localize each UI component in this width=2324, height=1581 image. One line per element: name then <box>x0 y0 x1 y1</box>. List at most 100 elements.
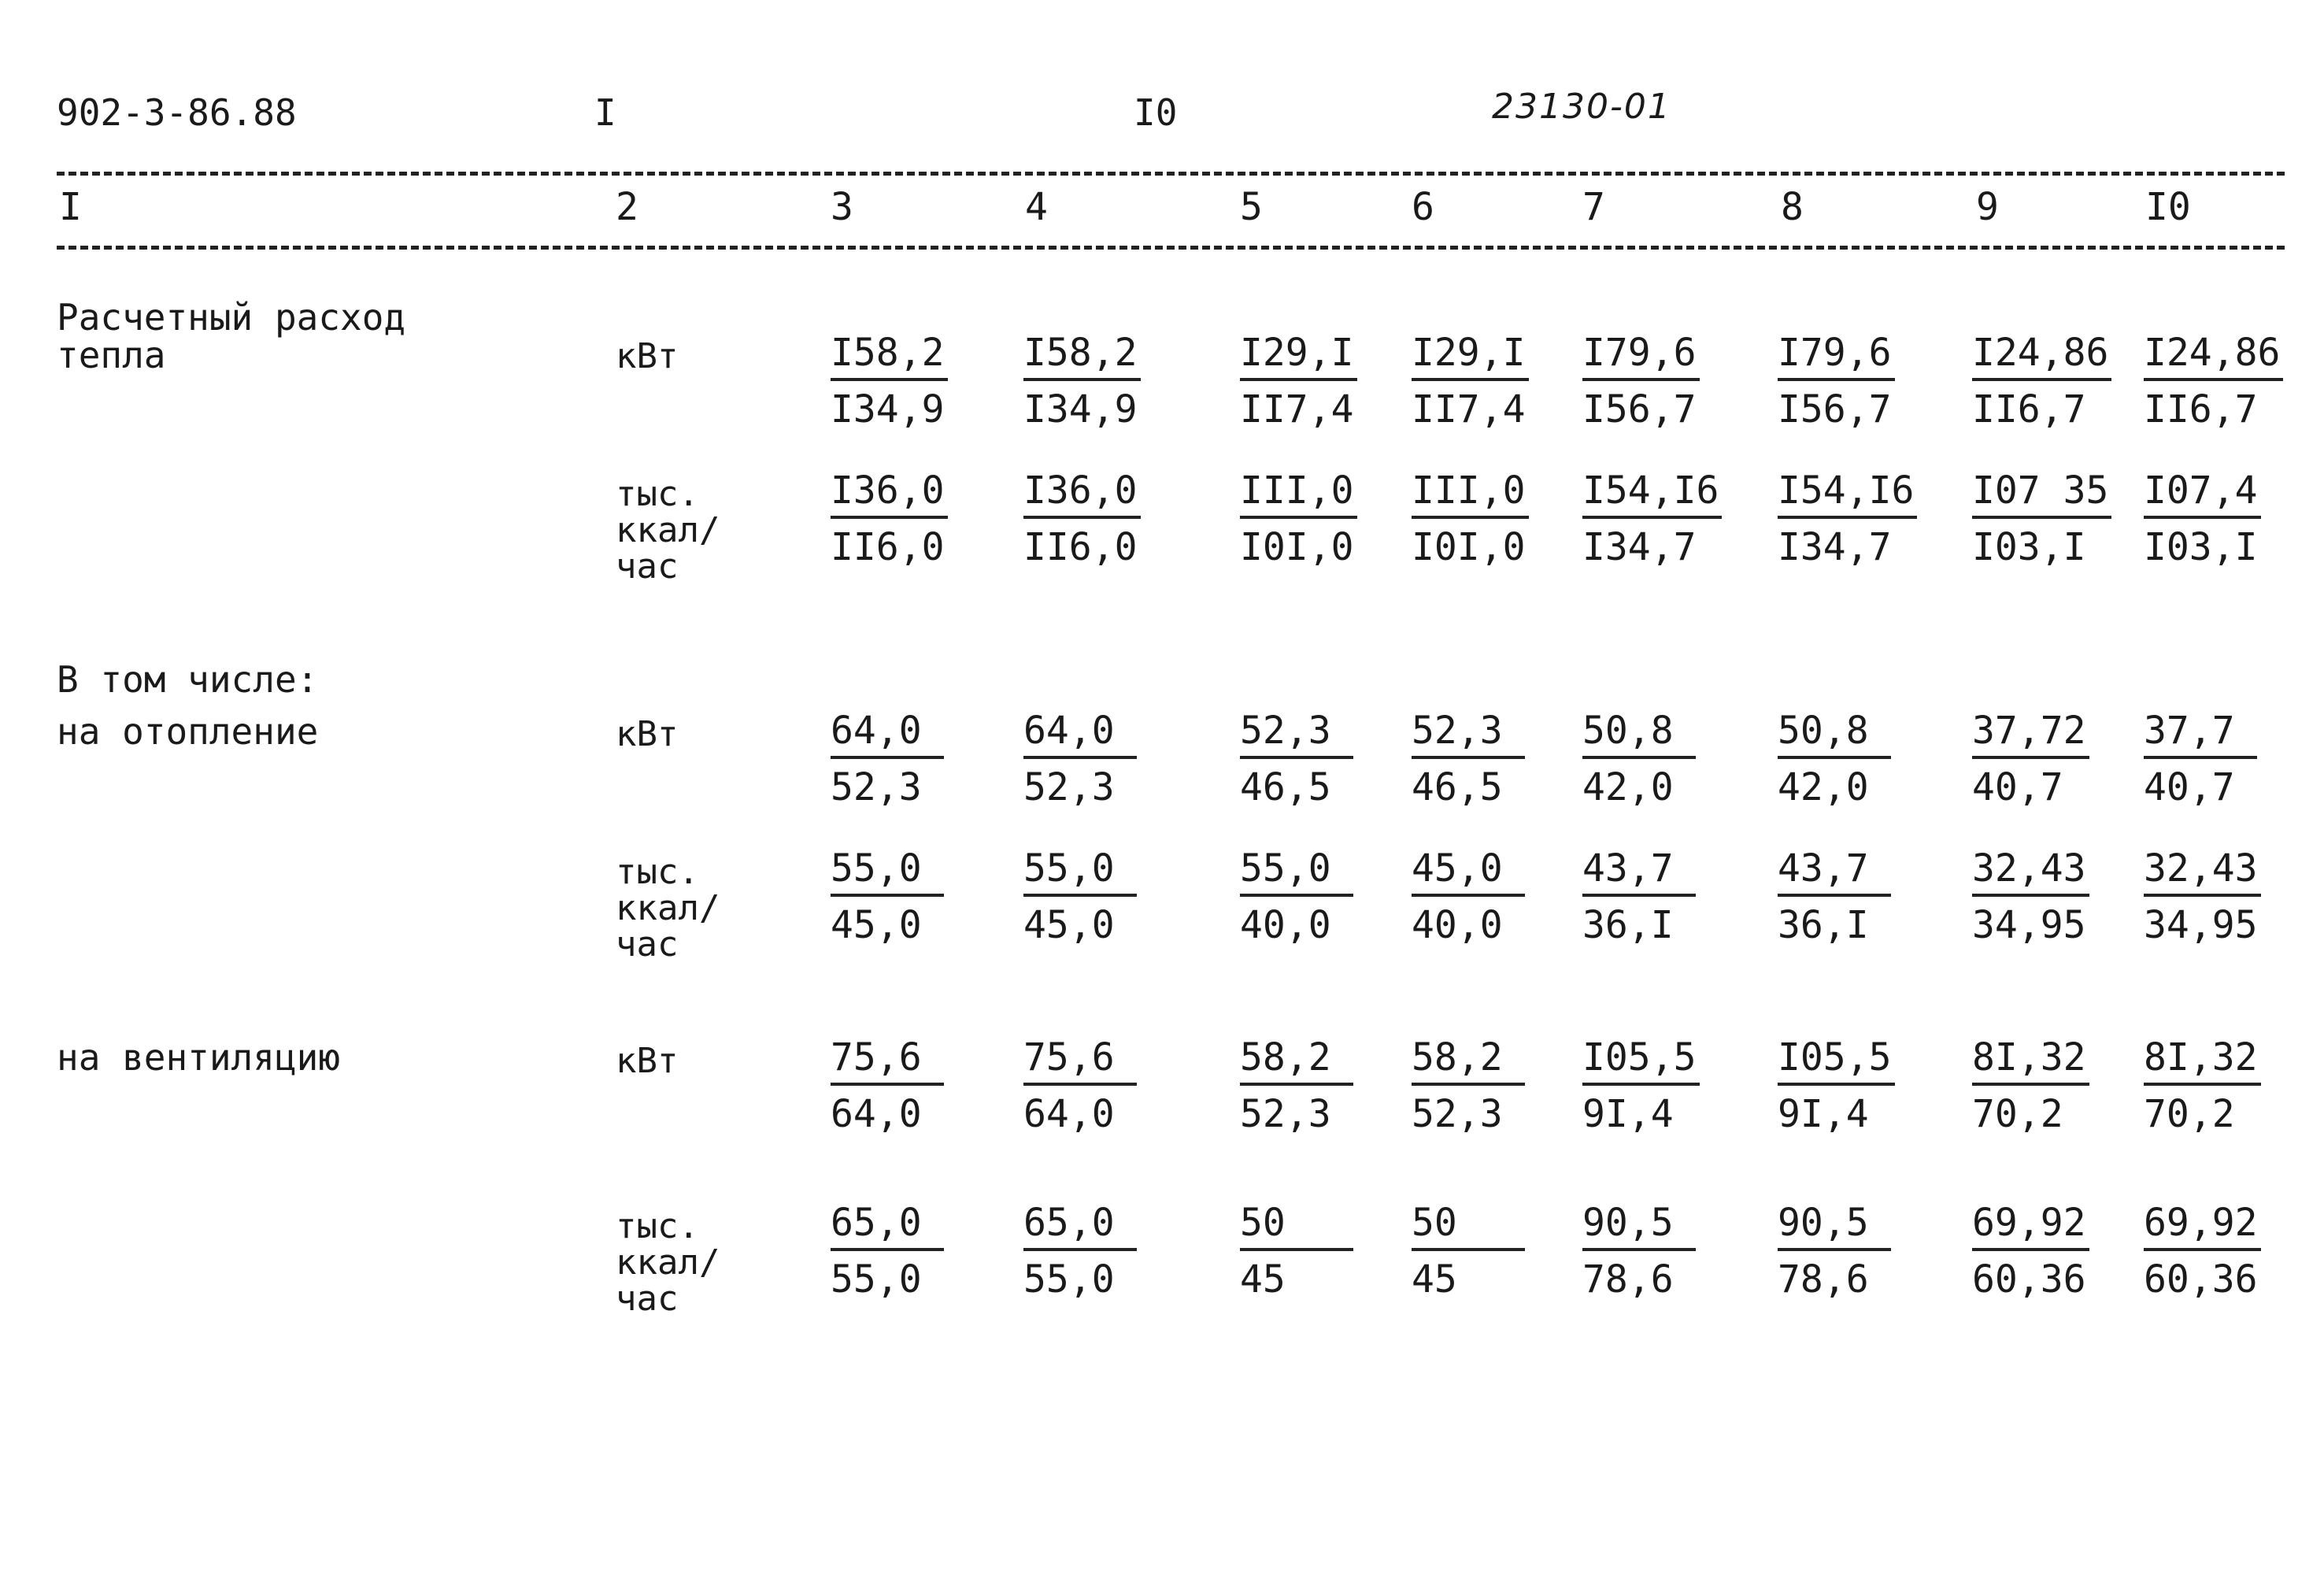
value-numerator: 55,0 <box>1023 850 1137 897</box>
value-denominator: II6,0 <box>1023 525 1138 569</box>
value-numerator: 50 <box>1412 1204 1525 1251</box>
value-numerator: 65,0 <box>1023 1204 1137 1251</box>
value-denominator: 52,3 <box>1240 1092 1331 1136</box>
value-numerator: 75,6 <box>1023 1039 1137 1086</box>
archive-number: 23130-01 <box>1492 87 1671 127</box>
value-denominator: 52,3 <box>1023 765 1115 809</box>
value-denominator: 46,5 <box>1412 765 1503 809</box>
value-denominator: 60,36 <box>2144 1257 2258 1301</box>
value-denominator: I56,7 <box>1778 387 1892 431</box>
value-denominator: 42,0 <box>1582 765 1674 809</box>
value-numerator: 32,43 <box>1972 850 2089 897</box>
value-numerator: I36,0 <box>831 472 948 519</box>
value-denominator: I34,7 <box>1582 525 1697 569</box>
column-number: 5 <box>1240 185 1263 229</box>
value-numerator: 8I,32 <box>2144 1039 2261 1086</box>
value-numerator: I54,I6 <box>1582 472 1723 519</box>
value-numerator: 43,7 <box>1778 850 1891 897</box>
value-denominator: 45,0 <box>1023 903 1115 947</box>
value-denominator: I03,I <box>1972 525 2086 569</box>
value-numerator: I54,I6 <box>1778 472 1918 519</box>
value-denominator: 45 <box>1240 1257 1286 1301</box>
column-number: I <box>59 185 82 229</box>
value-denominator: II6,0 <box>831 525 945 569</box>
column-number: 8 <box>1781 185 1804 229</box>
value-denominator: 55,0 <box>1023 1257 1115 1301</box>
unit-label: ккал/ <box>616 510 720 550</box>
value-denominator: 52,3 <box>831 765 922 809</box>
value-numerator: 90,5 <box>1778 1204 1891 1251</box>
value-numerator: III,0 <box>1412 472 1529 519</box>
value-denominator: 46,5 <box>1240 765 1331 809</box>
ventilation-kcal-cell: 65,0 55,0 <box>1023 1204 1137 1298</box>
value-denominator: 78,6 <box>1582 1257 1674 1301</box>
value-numerator: I58,2 <box>831 334 948 381</box>
heating-radiators-kw-cell: 37,72 40,7 <box>1972 712 2089 806</box>
ventilation-kcal-cell: 90,5 78,6 <box>1582 1204 1696 1298</box>
heating-radiators-kcal-cell: 43,7 36,I <box>1582 850 1696 944</box>
value-numerator: 37,7 <box>2144 712 2257 759</box>
value-numerator: I05,5 <box>1778 1039 1895 1086</box>
value-denominator: I34,7 <box>1778 525 1892 569</box>
value-denominator: I0I,0 <box>1240 525 1354 569</box>
value-denominator: 55,0 <box>831 1257 922 1301</box>
value-denominator: 40,0 <box>1412 903 1503 947</box>
value-numerator: 45,0 <box>1412 850 1525 897</box>
value-numerator: I29,I <box>1412 334 1529 381</box>
value-denominator: I34,9 <box>1023 387 1138 431</box>
document-code: 902-3-86.88 <box>57 91 297 134</box>
unit-label: час <box>616 1279 679 1319</box>
value-numerator: 8I,32 <box>1972 1039 2089 1086</box>
column-number: 4 <box>1025 185 1048 229</box>
value-numerator: 55,0 <box>1240 850 1353 897</box>
row-label: тепла <box>57 334 166 376</box>
value-numerator: 37,72 <box>1972 712 2089 759</box>
value-numerator: I36,0 <box>1023 472 1141 519</box>
value-denominator: I56,7 <box>1582 387 1697 431</box>
value-denominator: 9I,4 <box>1778 1092 1869 1136</box>
ventilation-kw-cell: 8I,32 70,2 <box>2144 1039 2261 1133</box>
value-numerator: I24,86 <box>1972 334 2112 381</box>
heating-radiators-kcal-cell: 45,0 40,0 <box>1412 850 1525 944</box>
value-numerator: 55,0 <box>831 850 944 897</box>
page-number: I0 <box>1134 91 1178 134</box>
value-denominator: II7,4 <box>1240 387 1354 431</box>
value-denominator: 36,I <box>1582 903 1674 947</box>
value-numerator: 90,5 <box>1582 1204 1696 1251</box>
value-denominator: 9I,4 <box>1582 1092 1674 1136</box>
unit-label: тыс. <box>616 474 699 514</box>
unit-label: ккал/ <box>616 888 720 928</box>
value-denominator: 64,0 <box>831 1092 922 1136</box>
value-numerator: 65,0 <box>831 1204 944 1251</box>
value-denominator: 60,36 <box>1972 1257 2086 1301</box>
value-numerator: 69,92 <box>2144 1204 2261 1251</box>
column-number: 9 <box>1976 185 1999 229</box>
value-denominator: 70,2 <box>2144 1092 2235 1136</box>
value-denominator: 40,7 <box>1972 765 2063 809</box>
value-numerator: 43,7 <box>1582 850 1696 897</box>
value-denominator: I0I,0 <box>1412 525 1526 569</box>
value-numerator: 50,8 <box>1778 712 1891 759</box>
value-denominator: I34,9 <box>831 387 945 431</box>
